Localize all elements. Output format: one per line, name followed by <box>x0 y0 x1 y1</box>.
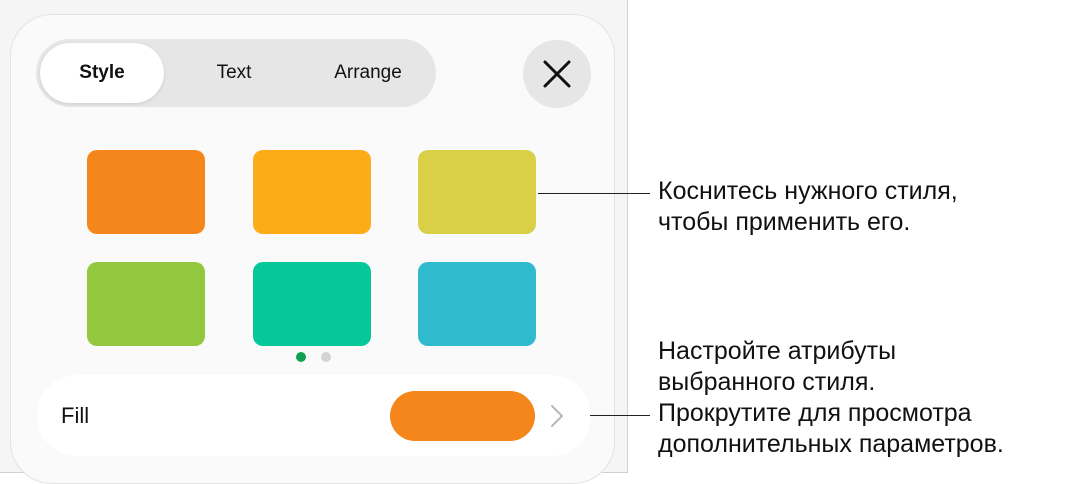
style-swatch-green[interactable] <box>87 262 205 346</box>
styles-callout: Коснитесь нужного стиля, чтобы применить… <box>658 176 958 238</box>
tab-text[interactable]: Text <box>216 62 252 83</box>
styles-callout-line-2: чтобы применить его. <box>658 208 911 236</box>
fill-row[interactable]: Fill <box>37 375 591 456</box>
style-swatch-amber[interactable] <box>253 150 371 234</box>
chevron-right-icon <box>551 405 563 427</box>
style-swatch-yellow[interactable] <box>418 150 536 234</box>
fill-callout-line-4: дополнительных параметров. <box>658 430 1004 458</box>
fill-label: Fill <box>61 403 90 428</box>
close-icon <box>543 60 571 88</box>
tab-style[interactable]: Style <box>40 43 164 103</box>
style-swatch-cyan[interactable] <box>418 262 536 346</box>
tab-arrange[interactable]: Arrange <box>334 62 402 83</box>
format-tabs: Style Text Arrange <box>36 39 436 107</box>
fill-callout: Настройте атрибуты выбранного стиля. Про… <box>658 336 1004 460</box>
styles-callout-line-1: Коснитесь нужного стиля, <box>658 177 958 205</box>
styles-callout-line <box>538 193 650 194</box>
page-indicator-dot[interactable] <box>321 352 331 362</box>
screenshot-frame: Style Text Arrange Fill <box>0 0 628 484</box>
fill-callout-line-1: Настройте атрибуты <box>658 337 897 365</box>
style-swatch-orange[interactable] <box>87 150 205 234</box>
close-button[interactable] <box>523 40 591 108</box>
style-swatch-teal[interactable] <box>253 262 371 346</box>
fill-callout-line-2: выбранного стиля. <box>658 368 876 396</box>
fill-color-preview[interactable] <box>390 391 535 441</box>
fill-callout-line-3: Прокрутите для просмотра <box>658 399 972 427</box>
fill-callout-line <box>590 415 650 416</box>
page-indicator-dot-active[interactable] <box>296 352 306 362</box>
